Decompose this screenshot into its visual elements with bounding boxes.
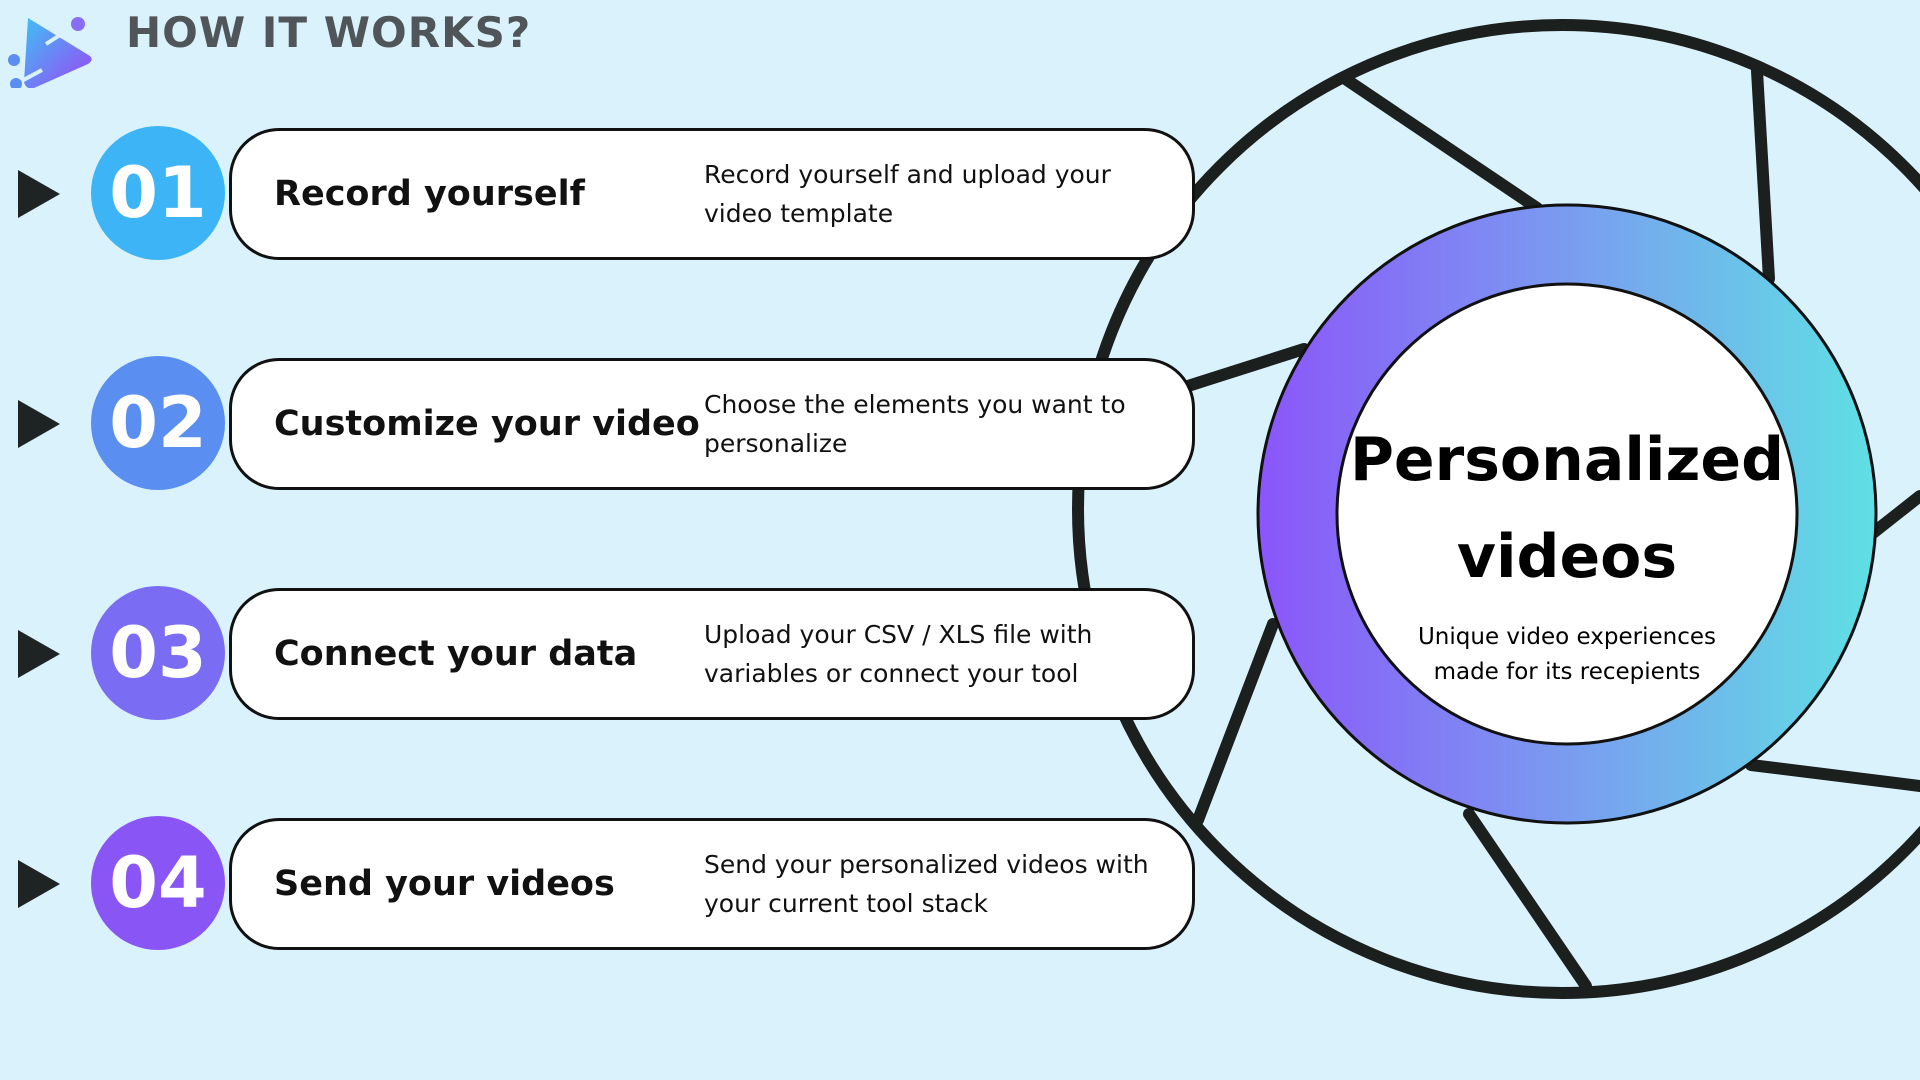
step-card: Connect your data Upload your CSV / XLS … xyxy=(229,588,1195,720)
step-card: Record yourself Record yourself and uplo… xyxy=(229,128,1195,260)
arrow-right-icon xyxy=(18,630,60,678)
aperture-blade-line xyxy=(1341,74,1543,214)
center-heading-line1: Personalized xyxy=(1349,425,1785,495)
step-number-badge: 03 xyxy=(91,586,225,720)
step-2: 02 Customize your video Choose the eleme… xyxy=(0,356,1200,490)
center-heading-line2: videos xyxy=(1456,522,1678,592)
step-title: Connect your data xyxy=(274,634,638,674)
aperture-outer-circle xyxy=(1072,19,1920,999)
aperture-blade-line xyxy=(1463,808,1592,992)
step-4: 04 Send your videos Send your personaliz… xyxy=(0,816,1200,950)
step-description: Send your personalized videos with your … xyxy=(704,850,1149,918)
step-number-badge: 02 xyxy=(91,356,225,490)
aperture-blade-line xyxy=(1745,759,1920,792)
aperture-blade-line xyxy=(1192,618,1279,826)
aperture-blade-line xyxy=(1867,490,1920,539)
step-card: Send your videos Send your personalized … xyxy=(229,818,1195,950)
step-title: Customize your video xyxy=(274,404,700,444)
step-3: 03 Connect your data Upload your CSV / X… xyxy=(0,586,1200,720)
step-description: Record yourself and upload your video te… xyxy=(704,160,1111,228)
step-card: Customize your video Choose the elements… xyxy=(229,358,1195,490)
aperture-blade-line xyxy=(1182,343,1310,392)
step-number-badge: 04 xyxy=(91,816,225,950)
aperture-blade-line xyxy=(1751,65,1775,285)
step-number-badge: 01 xyxy=(91,126,225,260)
arrow-right-icon xyxy=(18,860,60,908)
center-white-disc xyxy=(1335,282,1799,746)
center-subtitle: Unique video experiences made for its re… xyxy=(1417,624,1717,685)
arrow-right-icon xyxy=(18,170,60,218)
step-description: Upload your CSV / XLS file with variable… xyxy=(704,620,1093,688)
arrow-right-icon xyxy=(18,400,60,448)
page-title: HOW IT WORKS? xyxy=(126,8,532,57)
step-description: Choose the elements you want to personal… xyxy=(704,390,1126,458)
step-title: Send your videos xyxy=(274,864,615,904)
step-title: Record yourself xyxy=(274,174,585,214)
play-network-logo-icon xyxy=(8,17,92,88)
step-1: 01 Record yourself Record yourself and u… xyxy=(0,126,1200,260)
